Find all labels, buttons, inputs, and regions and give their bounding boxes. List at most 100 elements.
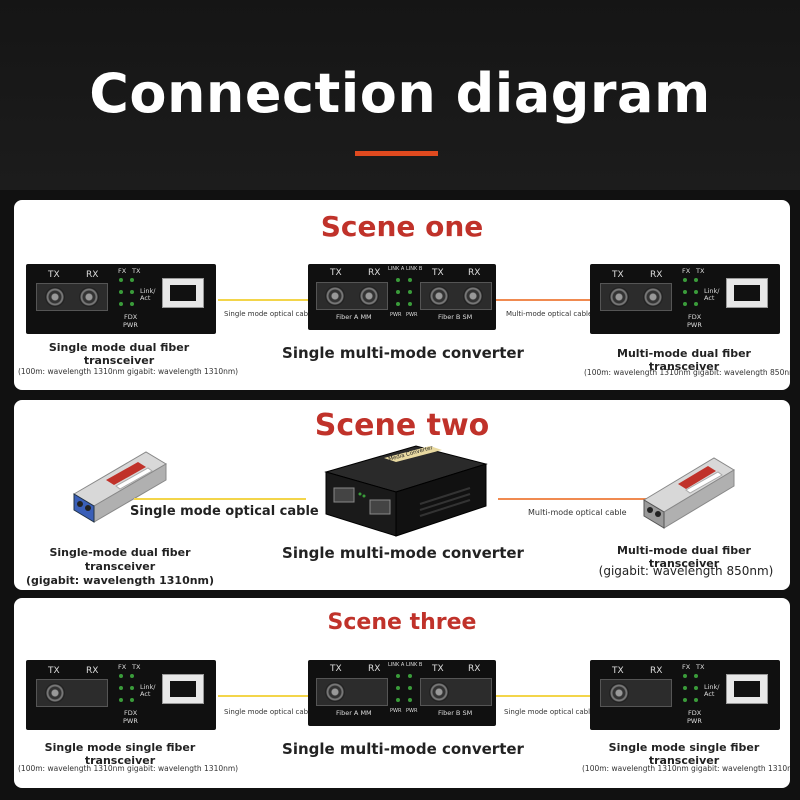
scene-three-left-caption: Single mode single fiber transceiver	[44, 741, 196, 767]
fdx-label: FDX	[124, 709, 138, 717]
led-icon	[396, 278, 400, 282]
led-icon	[694, 686, 698, 690]
rj45-port-icon	[726, 674, 768, 704]
led-icon	[130, 302, 134, 306]
led-icon	[119, 302, 123, 306]
scene-one-right-caption: Multi-mode dual fiber transceiver	[617, 347, 751, 373]
sc-connector-icon	[325, 286, 345, 306]
multi-mode-cable	[498, 498, 666, 500]
tx-label: TX	[612, 270, 624, 280]
fdx-label: FDX	[688, 313, 702, 321]
fiber-a-mm-label: Fiber A MM	[336, 709, 372, 717]
page-title: Connection diagram	[89, 62, 711, 125]
rx-label: RX	[650, 270, 663, 280]
scene-two-center-caption: Single multi-mode converter	[282, 544, 524, 562]
tx-led-label: TX	[132, 267, 141, 275]
link-b-label: LINK B	[406, 662, 423, 668]
led-icon	[119, 290, 123, 294]
led-icon	[408, 302, 412, 306]
tx-label: TX	[432, 268, 444, 278]
single-mode-sfp-module-icon	[73, 451, 167, 523]
led-icon	[396, 290, 400, 294]
led-icon	[683, 290, 687, 294]
led-icon	[694, 302, 698, 306]
led-icon	[119, 686, 123, 690]
rx-label: RX	[468, 664, 481, 674]
sc-connector-icon	[463, 286, 483, 306]
multi-mode-sfp-module-icon	[643, 457, 735, 529]
scene-three-panel: Scene three TX RX FX TX Link/ Act FDX PW…	[14, 598, 790, 788]
scene-two-right-caption: Multi-mode dual fiber transceiver	[617, 544, 751, 570]
dual-fiber-port	[600, 283, 672, 311]
sc-connector-icon	[429, 682, 449, 702]
fx-label: FX	[682, 267, 691, 275]
sc-connector-icon	[79, 287, 99, 307]
rj45-port-icon	[162, 674, 204, 704]
link-b-label: LINK B	[406, 266, 423, 272]
tx-label: TX	[432, 664, 444, 674]
tx-label: TX	[330, 268, 342, 278]
rj45-port-icon	[162, 278, 204, 308]
single-mode-cable	[218, 695, 308, 697]
link-a-label: LINK A	[388, 662, 405, 668]
multi-mode-dual-fiber-transceiver: TX RX FX TX Link/ Act FDX PWR	[590, 264, 780, 334]
led-icon	[130, 698, 134, 702]
scene-one-left-caption: Single mode dual fiber transceiver	[48, 341, 190, 367]
led-icon	[130, 686, 134, 690]
led-icon	[396, 686, 400, 690]
single-mode-single-fiber-transceiver: TX RX FX TX Link/ Act FDX PWR	[590, 660, 780, 730]
led-icon	[130, 278, 134, 282]
single-mode-single-fiber-transceiver: TX RX FX TX Link/ Act FDX PWR	[26, 660, 216, 730]
link-act-label: Link/ Act	[140, 287, 156, 302]
fiber-a-port	[316, 282, 388, 310]
sc-connector-icon	[45, 287, 65, 307]
scene-three-title: Scene three	[327, 610, 477, 635]
tx-label: TX	[48, 270, 60, 280]
single-multi-mode-converter: TX RX Fiber A MM LINK A LINK B PWR PWR T…	[308, 264, 496, 330]
led-icon	[683, 302, 687, 306]
fiber-b-sm-label: Fiber B SM	[438, 313, 473, 321]
led-icon	[683, 674, 687, 678]
led-icon	[683, 698, 687, 702]
link-act-label: Link/ Act	[704, 287, 720, 302]
single-multi-mode-converter: TX RX Fiber A MM LINK A LINK B PWR PWR T…	[308, 660, 496, 726]
rx-label: RX	[368, 268, 381, 278]
single-mode-cable-label: Single mode optical cable	[224, 310, 315, 318]
led-icon	[694, 674, 698, 678]
sc-connector-icon	[325, 682, 345, 702]
sc-connector-icon	[609, 683, 629, 703]
scene-three-center-caption: Single multi-mode converter	[282, 740, 524, 758]
scene-three-right-cable-label: Single mode optical cable	[504, 708, 595, 716]
rx-label: RX	[650, 666, 663, 676]
link-act-label: Link/ Act	[140, 683, 156, 698]
dual-fiber-port	[36, 283, 108, 311]
sc-connector-icon	[45, 683, 65, 703]
led-icon	[694, 698, 698, 702]
link-act-label: Link/ Act	[704, 683, 720, 698]
fiber-b-sm-label: Fiber B SM	[438, 709, 473, 717]
fiber-b-port	[420, 678, 492, 706]
multi-mode-cable	[496, 299, 590, 301]
tx-label: TX	[612, 666, 624, 676]
pwr-label: PWR	[687, 717, 702, 725]
scene-two-left-cable-label: Single mode optical cable	[130, 504, 319, 519]
sc-connector-icon	[609, 287, 629, 307]
scene-one-right-note: (100m: wavelength 1310nm gigabit: wavele…	[584, 368, 790, 377]
fiber-a-mm-label: Fiber A MM	[336, 313, 372, 321]
pwr-label: PWR	[406, 708, 418, 714]
single-fiber-port	[600, 679, 672, 707]
header: Connection diagram	[0, 0, 800, 190]
fx-label: FX	[118, 663, 127, 671]
sc-connector-icon	[429, 286, 449, 306]
title-accent-bar	[355, 151, 438, 156]
single-mode-cable	[134, 498, 306, 500]
led-icon	[119, 674, 123, 678]
scene-two-panel: Scene two Single mode optical cable Medi…	[14, 400, 790, 590]
rx-label: RX	[468, 268, 481, 278]
single-fiber-port	[36, 679, 108, 707]
rx-label: RX	[368, 664, 381, 674]
led-icon	[396, 302, 400, 306]
scene-two-left-caption: Single-mode dual fiber transceiver (giga…	[25, 546, 215, 587]
rj45-port-icon	[726, 278, 768, 308]
scene-two-title: Scene two	[314, 408, 490, 443]
